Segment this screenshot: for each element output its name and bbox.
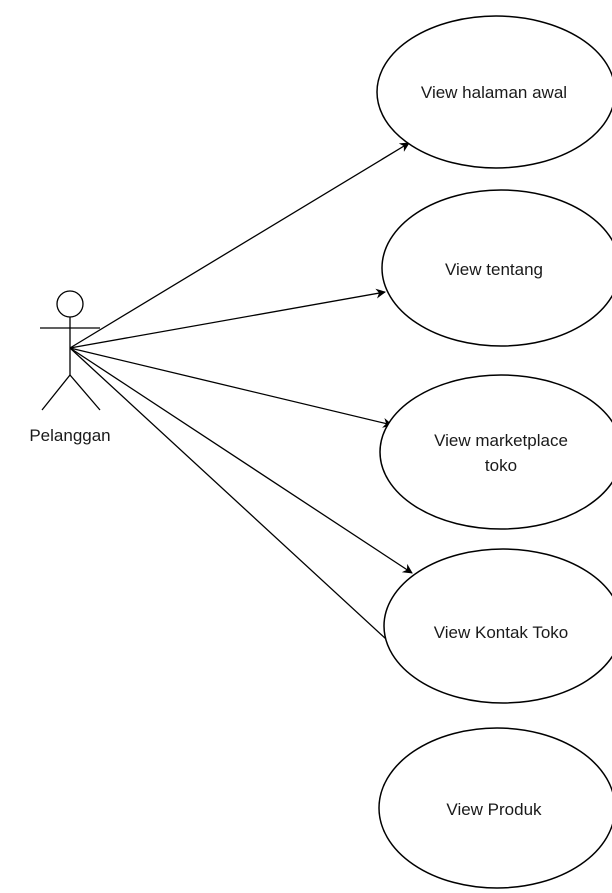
use-case-view-halaman-awal: View halaman awal bbox=[376, 15, 612, 169]
use-case-view-kontak-toko: View Kontak Toko bbox=[383, 548, 612, 704]
actor-leg-left bbox=[41, 374, 71, 411]
actor-leg-right bbox=[69, 374, 101, 411]
use-case-ellipse bbox=[383, 548, 612, 704]
use-case-label: View tentang bbox=[445, 260, 543, 279]
association-line bbox=[69, 347, 413, 574]
use-case-ellipse bbox=[378, 727, 612, 889]
use-case-ellipse bbox=[376, 15, 612, 169]
association-line bbox=[69, 142, 410, 349]
use-case-label: View Produk bbox=[446, 800, 542, 819]
use-case-label: View marketplace bbox=[434, 431, 568, 450]
use-case-ellipse bbox=[379, 374, 612, 530]
use-case-label: View halaman awal bbox=[421, 83, 567, 102]
use-case-label: View Kontak Toko bbox=[434, 623, 569, 642]
use-case-ellipse bbox=[381, 189, 612, 347]
use-case-label: toko bbox=[485, 456, 517, 475]
use-case-view-tentang: View tentang bbox=[381, 189, 612, 347]
association-line bbox=[69, 288, 386, 349]
use-case-view-produk: View Produk bbox=[378, 727, 612, 889]
actor-pelanggan: Pelanggan bbox=[29, 290, 111, 445]
use-case-view-marketplace-toko: View marketplace toko bbox=[379, 374, 612, 530]
actor-head bbox=[56, 290, 84, 318]
associations bbox=[69, 142, 438, 687]
association-line bbox=[69, 347, 393, 428]
actor-label: Pelanggan bbox=[29, 426, 110, 445]
association-line bbox=[69, 347, 438, 687]
